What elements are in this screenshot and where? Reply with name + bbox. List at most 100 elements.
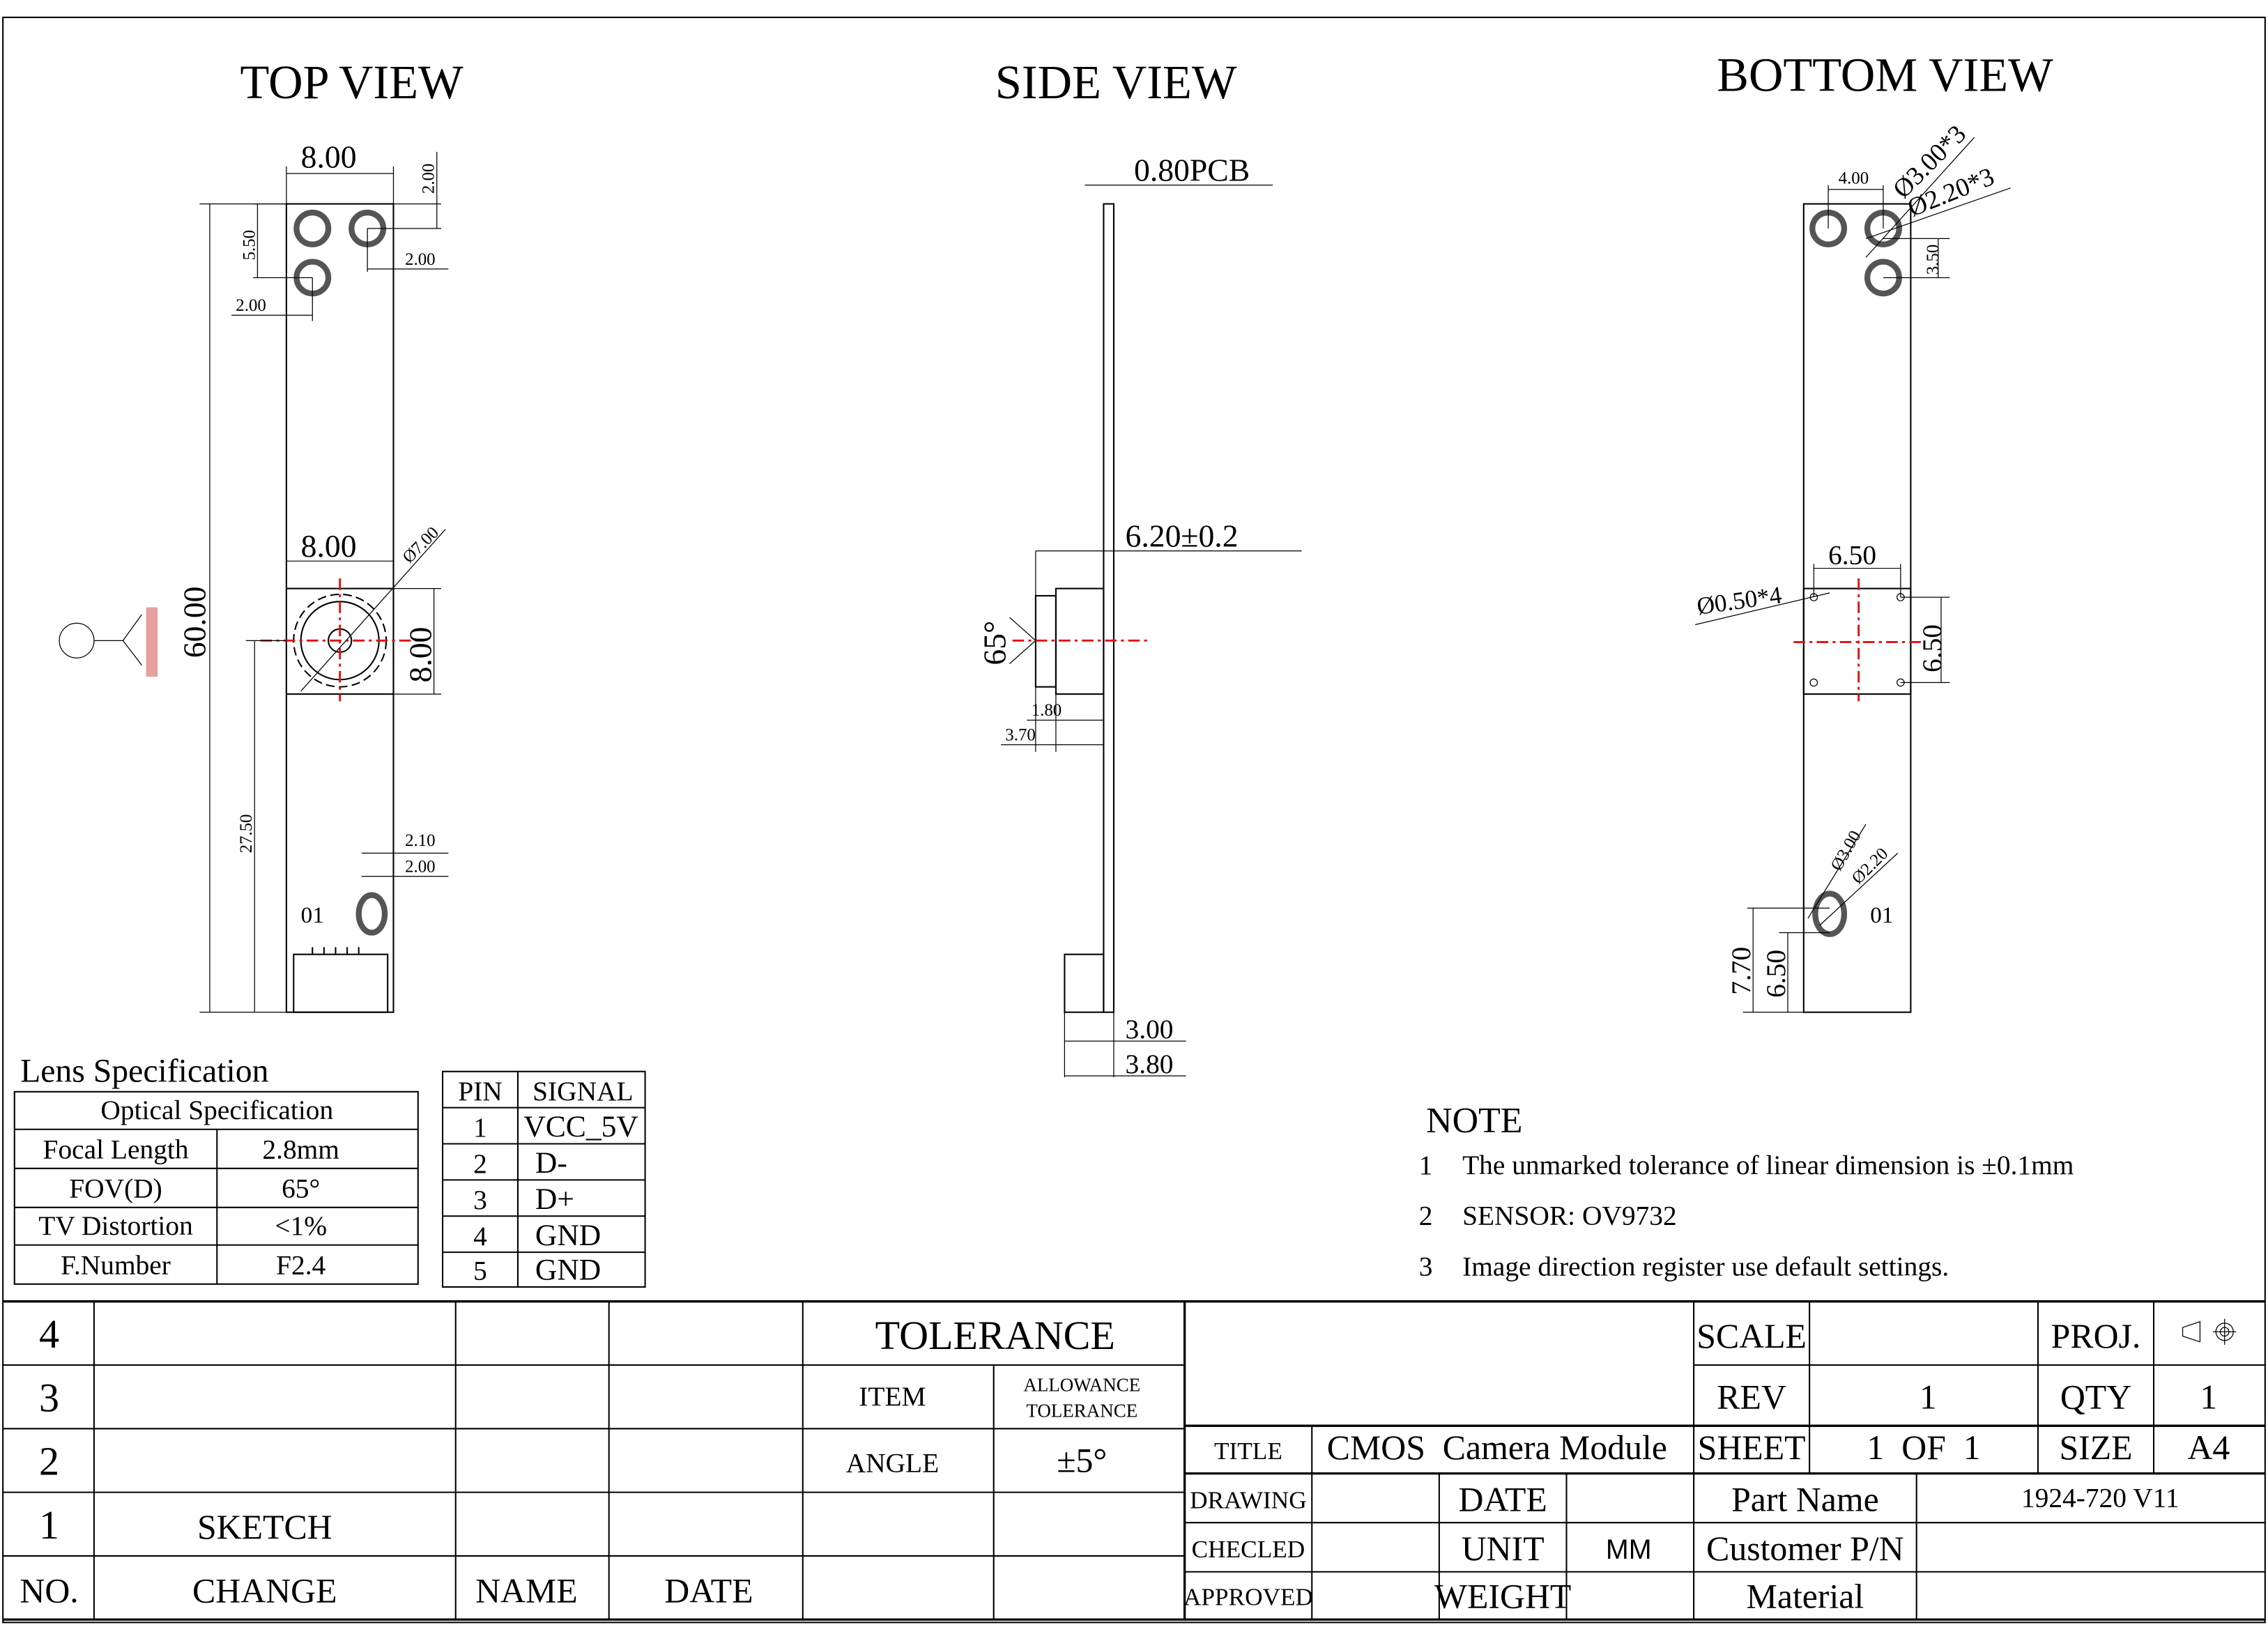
pin-number: 2 bbox=[473, 1148, 487, 1179]
top-view: TOP VIEW 8.00 2.00 2.00 5.50 2.00 60.00 … bbox=[59, 56, 464, 1013]
part-name-value: 1924-720 V11 bbox=[2021, 1482, 2179, 1513]
spec-value: 65° bbox=[282, 1173, 320, 1203]
connector bbox=[293, 953, 389, 1013]
note-text: Image direction register use default set… bbox=[1462, 1251, 1949, 1281]
pin1-label: 01 bbox=[1870, 902, 1893, 928]
signal-header: SIGNAL bbox=[532, 1076, 633, 1107]
dim-pin-pos-1: 7.70 bbox=[1726, 947, 1756, 995]
pin-header: PIN bbox=[458, 1076, 503, 1107]
pin-number: 4 bbox=[473, 1221, 487, 1251]
proj-label: PROJ. bbox=[2051, 1317, 2141, 1355]
pin-number: 1 bbox=[473, 1112, 487, 1143]
dim-width-lens: 8.00 bbox=[301, 528, 357, 564]
hole bbox=[293, 209, 332, 247]
header-no: NO. bbox=[20, 1571, 78, 1610]
dim-hole-left-offset: 2.00 bbox=[236, 296, 266, 315]
rev-value: 1 bbox=[1920, 1378, 1937, 1416]
dim-conn-offset-1: 2.10 bbox=[405, 831, 436, 850]
spec-name: Focal Length bbox=[43, 1134, 189, 1164]
dim-width-top: 8.00 bbox=[301, 139, 357, 175]
pin-signal: GND bbox=[535, 1219, 601, 1252]
spec-name: FOV(D) bbox=[69, 1173, 162, 1203]
bottom-view: BOTTOM VIEW 4.00 Ø3.00*3 Ø2.20*3 3.50 6.… bbox=[1695, 49, 2053, 1013]
revision-number: 1 bbox=[39, 1502, 59, 1548]
dim-mount-w: 6.50 bbox=[1828, 539, 1876, 570]
side-view-title: SIDE VIEW bbox=[995, 56, 1237, 109]
dim-hole-right-offset: 2.00 bbox=[405, 250, 436, 269]
checked-label: CHECLED bbox=[1192, 1536, 1305, 1563]
drawing-frame bbox=[2, 16, 2266, 1624]
company-logo bbox=[59, 607, 158, 677]
title-value: CMOS Camera Module bbox=[1327, 1428, 1667, 1467]
dim-d1: 1.80 bbox=[1032, 701, 1062, 720]
dim-mount-holes: Ø0.50*4 bbox=[1695, 581, 1784, 620]
bottom-view-title: BOTTOM VIEW bbox=[1717, 49, 2053, 102]
pin-number: 3 bbox=[473, 1185, 487, 1215]
unit-label: UNIT bbox=[1462, 1529, 1545, 1568]
revision-change: SKETCH bbox=[197, 1508, 332, 1546]
revision-number: 3 bbox=[39, 1375, 59, 1420]
notes: NOTE 1 The unmarked tolerance of linear … bbox=[1419, 1101, 2074, 1281]
tolerance-allowance-label: ALLOWANCE bbox=[1023, 1374, 1140, 1395]
top-view-title: TOP VIEW bbox=[240, 56, 464, 109]
lens-spec-title: Lens Specification bbox=[20, 1052, 269, 1089]
title-block: 4 3 2 1 SKETCH NO. CHANGE NAME DATE TOLE… bbox=[3, 1300, 2265, 1621]
pin-table: PIN SIGNAL 1 VCC_5V 2 D- 3 D+ 4 GND 5 GN… bbox=[442, 1070, 646, 1288]
dim-lens-height: 8.00 bbox=[402, 627, 438, 683]
revision-number: 4 bbox=[39, 1311, 59, 1357]
approved-label: APPROVED bbox=[1183, 1583, 1313, 1610]
note-text: The unmarked tolerance of linear dimensi… bbox=[1462, 1150, 2074, 1180]
pin-number: 5 bbox=[473, 1256, 487, 1286]
tolerance-value: ±5° bbox=[1057, 1442, 1107, 1480]
sheet-value: 1 OF 1 bbox=[1867, 1428, 1980, 1467]
unit-value: MM bbox=[1606, 1534, 1652, 1565]
material-label: Material bbox=[1747, 1578, 1864, 1616]
scale-label: SCALE bbox=[1696, 1317, 1807, 1355]
tolerance-item-label: ITEM bbox=[859, 1381, 926, 1412]
spec-value: 2.8mm bbox=[262, 1134, 339, 1164]
dim-hole-pitch: 5.50 bbox=[240, 230, 259, 261]
notes-title: NOTE bbox=[1426, 1101, 1522, 1141]
pin1-pad bbox=[1812, 891, 1848, 937]
part-name-label: Part Name bbox=[1731, 1481, 1879, 1519]
dim-lens-pos: 27.50 bbox=[237, 814, 256, 853]
revision-number: 2 bbox=[39, 1439, 59, 1484]
dim-conn-1: 3.00 bbox=[1126, 1014, 1174, 1045]
dim-d2: 3.70 bbox=[1005, 726, 1036, 745]
note-number: 3 bbox=[1419, 1251, 1433, 1281]
dim-hole-pitch: 3.50 bbox=[1924, 245, 1943, 275]
header-change: CHANGE bbox=[192, 1571, 337, 1610]
connector-side bbox=[1064, 953, 1105, 1013]
pcb-side bbox=[1103, 203, 1114, 1013]
tolerance-allowance-label: TOLERANCE bbox=[1026, 1401, 1137, 1421]
dim-hole-top-offset: 2.00 bbox=[420, 164, 438, 194]
dim-pin-pos-2: 6.50 bbox=[1761, 950, 1791, 998]
date-label: DATE bbox=[1459, 1481, 1547, 1519]
dim-conn-offset-2: 2.00 bbox=[405, 857, 436, 876]
dim-conn-2: 3.80 bbox=[1126, 1049, 1174, 1079]
sheet-label: SHEET bbox=[1698, 1428, 1806, 1467]
pin-signal: D- bbox=[535, 1146, 567, 1180]
customer-pn-label: Customer P/N bbox=[1706, 1529, 1904, 1568]
dim-lens-height: 6.20±0.2 bbox=[1126, 518, 1239, 553]
dim-mount-h: 6.50 bbox=[1917, 624, 1947, 672]
spec-name: F.Number bbox=[61, 1249, 171, 1280]
weight-label: WEIGHT bbox=[1434, 1578, 1571, 1616]
dim-angle: 65° bbox=[976, 621, 1012, 665]
size-label: SIZE bbox=[2059, 1428, 2132, 1467]
qty-value: 1 bbox=[2200, 1378, 2217, 1416]
rev-label: REV bbox=[1717, 1378, 1786, 1416]
pin1-label: 01 bbox=[301, 902, 324, 928]
dim-length: 60.00 bbox=[177, 587, 213, 658]
dim-pitch: 4.00 bbox=[1839, 169, 1869, 188]
pin-signal: D+ bbox=[535, 1182, 574, 1216]
pin1-pad bbox=[355, 892, 388, 936]
size-value: A4 bbox=[2187, 1428, 2230, 1467]
drawing-label: DRAWING bbox=[1190, 1486, 1307, 1513]
side-view: SIDE VIEW 0.80PCB 65° 6.20±0.2 1.80 3.70… bbox=[976, 56, 1302, 1079]
lens-spec-header: Optical Specification bbox=[100, 1095, 333, 1125]
tolerance-title: TOLERANCE bbox=[875, 1313, 1115, 1358]
header-name: NAME bbox=[475, 1571, 578, 1610]
qty-label: QTY bbox=[2060, 1378, 2131, 1416]
